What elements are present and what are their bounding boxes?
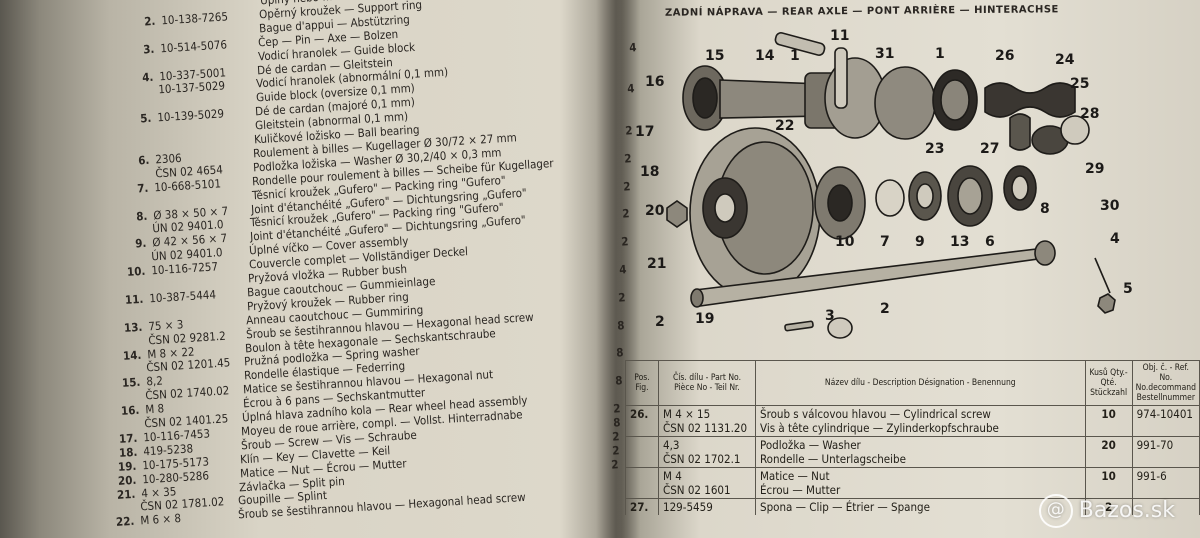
cell-part-no-line: M 4 × 15 bbox=[663, 407, 711, 421]
cell-description: Spona — Clip — Étrier — Spange bbox=[755, 498, 1086, 515]
cell-part-no: 129-5459 bbox=[658, 498, 756, 515]
cell-description-line: Vis à tête cylindrique — Zylinderkopfsch… bbox=[760, 421, 999, 435]
cell-part-no-line: ČSN 02 1601 bbox=[663, 483, 731, 497]
left-row-number bbox=[120, 0, 156, 2]
right-page: ZADNÍ NÁPRAVA — REAR AXLE — PONT ARRIÈRE… bbox=[625, 0, 1200, 538]
callout-label: 8 bbox=[1040, 201, 1050, 217]
callout-label: 1 bbox=[790, 48, 800, 64]
callout-label: 13 bbox=[950, 234, 969, 250]
col-order-no: Obj. č. - Ref. No. No.decommand Bestelln… bbox=[1131, 360, 1200, 406]
callout-label: 21 bbox=[647, 256, 666, 272]
callout-label: 26 bbox=[995, 48, 1014, 64]
cell-description-line: Šroub s válcovou hlavou — Cylindrical sc… bbox=[760, 407, 991, 421]
cell-order-no: 991-6 bbox=[1131, 467, 1200, 499]
callout-label: 20 bbox=[645, 203, 665, 219]
callout-label: 10 bbox=[835, 234, 855, 250]
callout-label: 5 bbox=[1123, 281, 1133, 297]
cell-description-line: Écrou — Mutter bbox=[760, 483, 841, 497]
callout-label: 16 bbox=[645, 74, 664, 90]
callout-label: 24 bbox=[1055, 52, 1075, 68]
axle-housing-drawing bbox=[682, 32, 1076, 155]
callout-label: 9 bbox=[915, 234, 925, 250]
cell-description-line: Matice — Nut bbox=[760, 469, 830, 483]
cell-part-no-line: 129-5459 bbox=[663, 500, 713, 514]
cell-qty: 10 bbox=[1084, 467, 1133, 499]
cell-description-line: Spona — Clip — Étrier — Spange bbox=[760, 500, 930, 514]
cell-qty: 20 bbox=[1084, 436, 1133, 468]
left-page: Úplný nebo … Arbre de roue arrière … Ach… bbox=[90, 0, 636, 538]
callout-label: 15 bbox=[705, 48, 724, 64]
cell-part-no-line: 4,3 bbox=[663, 438, 680, 452]
callout-label: 7 bbox=[880, 234, 890, 250]
callout-label: 6 bbox=[985, 234, 995, 250]
callout-label: 4 bbox=[1110, 231, 1120, 247]
cell-pos: 27. bbox=[625, 498, 659, 515]
cell-order-no: 974-10401 bbox=[1131, 405, 1200, 437]
col-qty: Kusů Qty.-Qté. Stückzahl bbox=[1084, 360, 1133, 406]
col-description: Název dílu - Description Désignation - B… bbox=[755, 360, 1086, 406]
cell-pos bbox=[625, 436, 659, 468]
page-header: ZADNÍ NÁPRAVA — REAR AXLE — PONT ARRIÈRE… bbox=[664, 4, 1059, 19]
callout-label: 11 bbox=[830, 28, 849, 44]
callout-label: 27 bbox=[980, 141, 999, 157]
cell-description-line: Rondelle — Unterlagscheibe bbox=[760, 452, 906, 466]
cell-part-no-line: ČSN 02 1131.20 bbox=[663, 421, 748, 435]
at-sign-icon: @ bbox=[1038, 494, 1073, 528]
callout-label: 29 bbox=[1085, 161, 1104, 177]
cell-part-no-line: M 4 bbox=[663, 469, 682, 483]
cell-order-no bbox=[1131, 498, 1200, 515]
cell-order-no: 991-70 bbox=[1131, 436, 1200, 468]
callout-label: 2 bbox=[880, 301, 890, 317]
half-shaft-drawing bbox=[690, 240, 1116, 339]
callout-label: 23 bbox=[925, 141, 944, 157]
callout-label: 1 bbox=[935, 46, 945, 62]
callout-label: 17 bbox=[635, 124, 654, 140]
callout-label: 2 bbox=[655, 314, 665, 330]
brake-drum-drawing bbox=[666, 115, 1090, 299]
callout-label: 28 bbox=[1080, 106, 1099, 122]
cell-description: Šroub s válcovou hlavou — Cylindrical sc… bbox=[755, 405, 1086, 437]
callout-label: 14 bbox=[755, 48, 775, 64]
cell-pos: 26. bbox=[625, 405, 659, 437]
watermark: @Bazos.sk bbox=[1038, 494, 1175, 528]
table-row: 27. 129-5459 Spona — Clip — Étrier — Spang… bbox=[625, 498, 1200, 515]
callout-label: 25 bbox=[1070, 76, 1089, 92]
cell-description-line: Podložka — Washer bbox=[760, 438, 861, 452]
callout-label: 19 bbox=[695, 311, 714, 327]
left-row-number: 22. bbox=[115, 514, 135, 530]
callout-label: 22 bbox=[775, 118, 794, 134]
callout-label: 3 bbox=[825, 308, 835, 324]
col-pos: Pos. Fig. bbox=[625, 360, 659, 406]
col-part-no: Čís. dílu - Part No. Pièce No - Teil Nr. bbox=[658, 360, 756, 406]
callout-label: 18 bbox=[640, 164, 659, 180]
cell-qty: 10 bbox=[1084, 405, 1133, 437]
watermark-text: Bazos.sk bbox=[1078, 498, 1175, 523]
cell-pos bbox=[625, 467, 659, 499]
callout-label: 31 bbox=[875, 46, 894, 62]
parts-table: Pos. Fig. Čís. dílu - Part No. Pièce No … bbox=[625, 360, 1200, 515]
cell-part-no-line: ČSN 02 1702.1 bbox=[663, 452, 741, 466]
callout-label: 30 bbox=[1100, 198, 1120, 214]
